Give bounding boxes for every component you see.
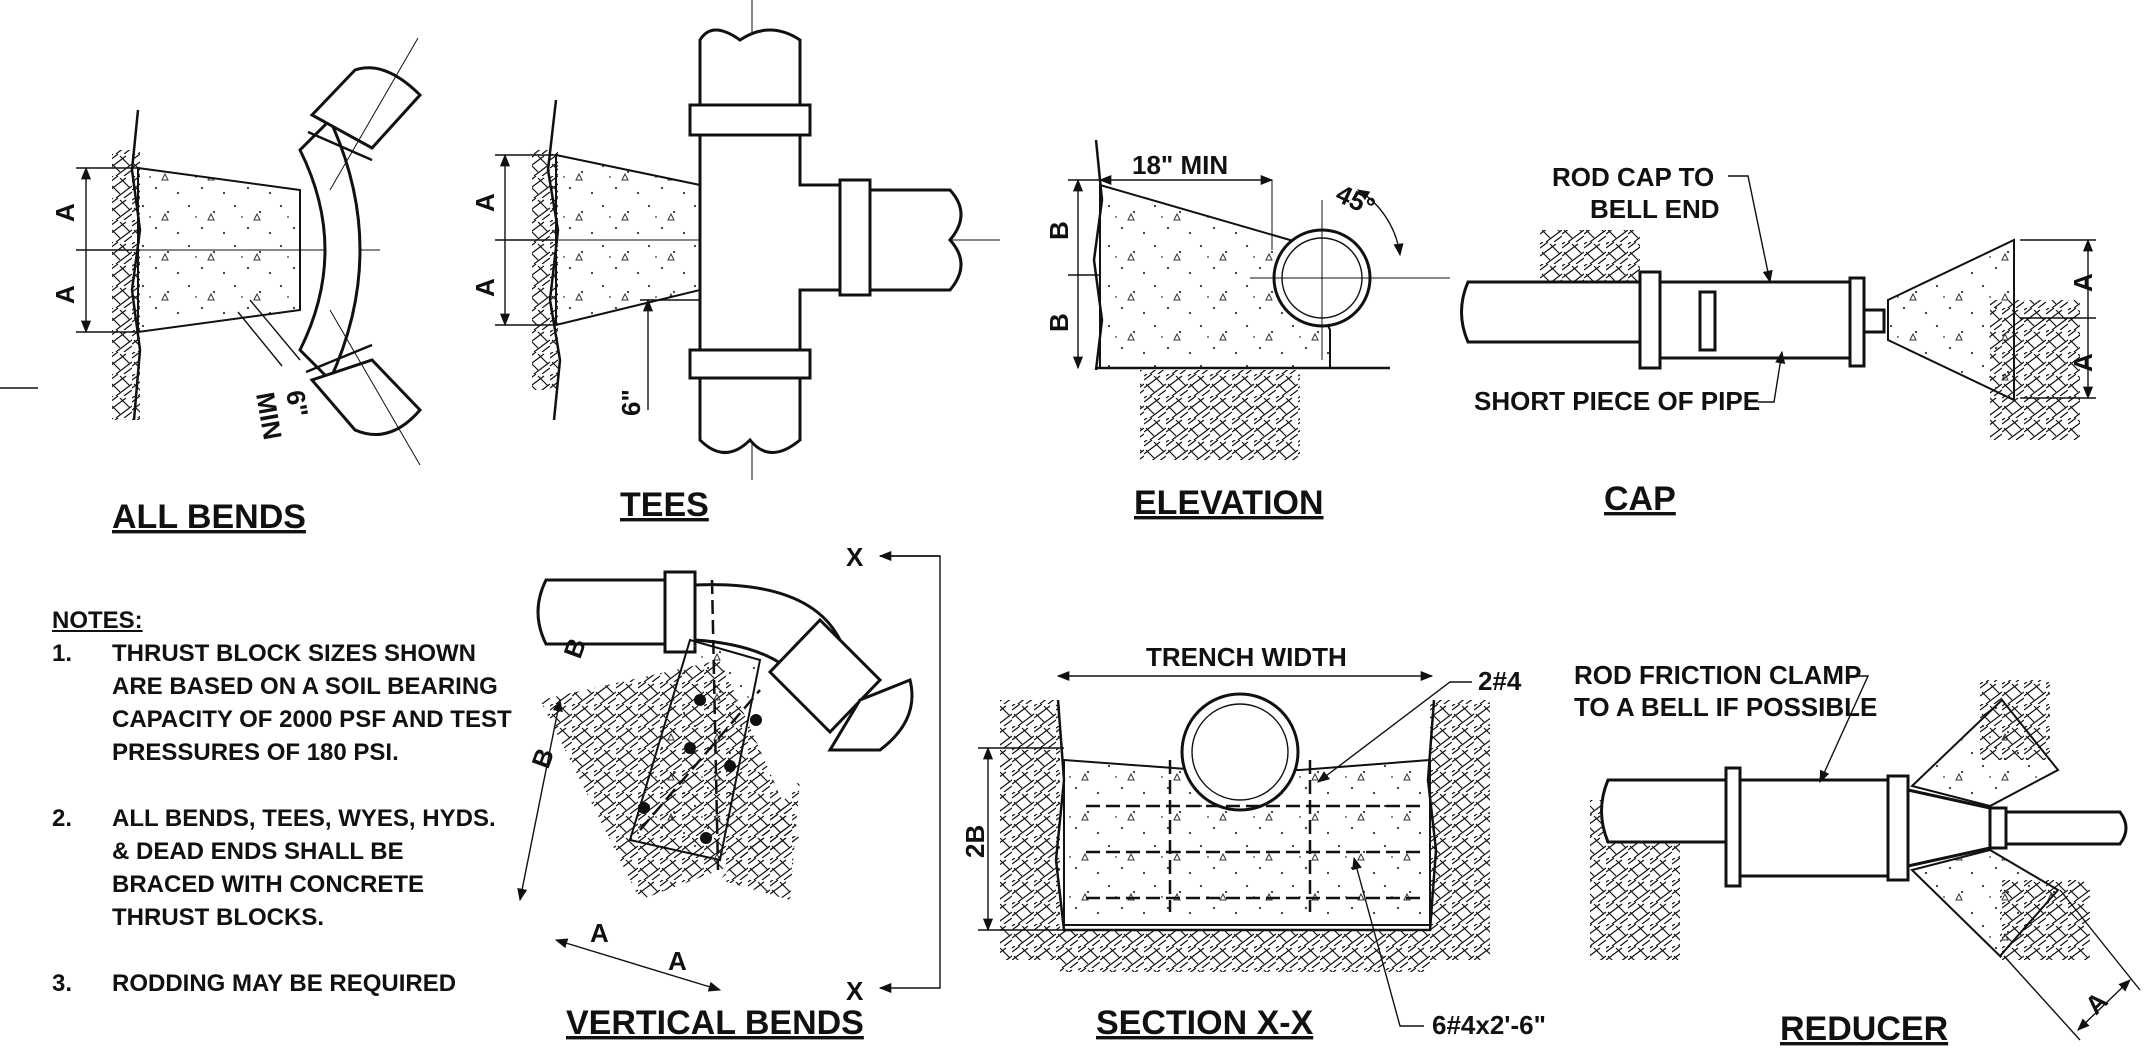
- dim-b-vert-lower: B: [525, 744, 560, 772]
- title-section-x-x: SECTION X-X: [1096, 1004, 1314, 1042]
- dim-trench-width: TRENCH WIDTH: [1146, 642, 1347, 672]
- dim-b-lower: B: [1044, 313, 1074, 332]
- callout-6-4: 6#4x2'-6": [1432, 1010, 1546, 1040]
- section-detail: TRENCH WIDTH 2B 2#4 6#4x2'-6" SECTION X-…: [960, 642, 1546, 1042]
- note-text: ALL BENDS, TEES, WYES, HYDS. & DEAD ENDS…: [112, 805, 496, 931]
- dim-a-cap-upper: A: [2068, 273, 2098, 292]
- dim-six-in-tee: 6": [616, 389, 646, 416]
- callout-rod-friction-line1: ROD FRICTION CLAMP: [1574, 660, 1861, 690]
- note-number: 3.: [52, 970, 73, 997]
- cap-detail: A A ROD CAP TO BELL END SHORT PIECE OF P…: [1460, 162, 2098, 518]
- reducer-detail: ROD FRICTION CLAMP TO A BELL IF POSSIBLE…: [1574, 660, 2141, 1048]
- note-item: 2. ALL BENDS, TEES, WYES, HYDS. & DEAD E…: [52, 802, 512, 934]
- dim-a-vert-right: A: [668, 946, 687, 976]
- section-mark-x-top: X: [846, 542, 864, 572]
- note-text: THRUST BLOCK SIZES SHOWN ARE BASED ON A …: [112, 640, 512, 766]
- dim-a-cap-lower: A: [2068, 353, 2098, 372]
- note-number: 1.: [52, 640, 73, 667]
- all-bends-detail: A A 6" MIN ALL BENDS: [50, 37, 423, 536]
- callout-2-4: 2#4: [1478, 666, 1522, 696]
- title-vertical-bends: VERTICAL BENDS: [566, 1004, 864, 1042]
- callout-short-piece: SHORT PIECE OF PIPE: [1474, 386, 1760, 416]
- dim-a-tee-lower: A: [470, 278, 500, 297]
- callout-rod-cap-line1: ROD CAP TO: [1552, 162, 1714, 192]
- tees-detail: A A 6" TEES: [470, 0, 1000, 524]
- callout-rod-cap-line2: BELL END: [1590, 194, 1720, 224]
- dim-a-reducer: A: [2079, 986, 2114, 1021]
- title-elevation: ELEVATION: [1134, 484, 1324, 522]
- note-number: 2.: [52, 805, 73, 832]
- dim-2b: 2B: [960, 825, 990, 858]
- note-text: RODDING MAY BE REQUIRED: [112, 970, 457, 997]
- dim-b-upper: B: [1044, 221, 1074, 240]
- title-reducer: REDUCER: [1780, 1010, 1948, 1048]
- vertical-bends-detail: B B A A X X VERTICAL BENDS: [517, 542, 941, 1042]
- note-item: 3. RODDING MAY BE REQUIRED: [52, 967, 512, 1000]
- title-tees: TEES: [620, 486, 709, 524]
- section-mark-x-bottom: X: [846, 976, 864, 1006]
- dim-six-in-bend: 6": [280, 388, 314, 420]
- dim-a-lower: A: [50, 285, 80, 304]
- callout-rod-friction-line2: TO A BELL IF POSSIBLE: [1574, 692, 1877, 722]
- dim-a-vert-left: A: [590, 918, 609, 948]
- notes-heading: NOTES:: [52, 607, 143, 634]
- title-all-bends: ALL BENDS: [112, 498, 306, 536]
- dim-a-upper: A: [50, 203, 80, 222]
- elevation-detail: 45° 18" MIN B B ELEVATION: [1044, 139, 1450, 522]
- notes-block: NOTES: 1. THRUST BLOCK SIZES SHOWN ARE B…: [52, 604, 512, 1033]
- note-item: 1. THRUST BLOCK SIZES SHOWN ARE BASED ON…: [52, 637, 512, 769]
- title-cap: CAP: [1604, 480, 1676, 518]
- dim-angle-45: 45°: [1331, 178, 1379, 222]
- dim-a-tee-upper: A: [470, 193, 500, 212]
- dim-18-min: 18" MIN: [1132, 150, 1228, 180]
